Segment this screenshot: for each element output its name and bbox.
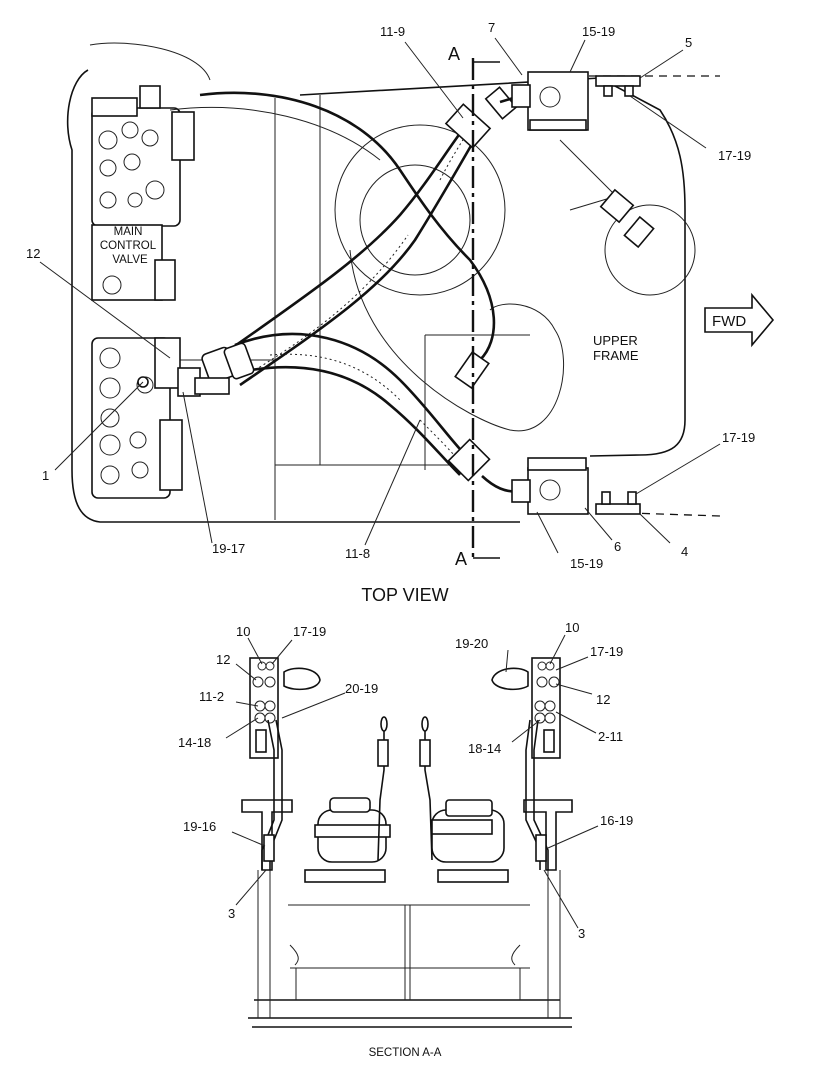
left-bracket-tube [249, 657, 321, 870]
callout-4: 4 [681, 544, 688, 559]
right-swing-cylinder [431, 799, 509, 883]
section-left-callout-14-18: 14-18 [178, 735, 211, 750]
callout-6: 6 [614, 539, 621, 554]
hose-middle [199, 91, 496, 361]
callout-11-9: 11-9 [380, 24, 405, 39]
section-left-callout-20-19: 20-19 [345, 681, 378, 696]
section-left-callout-19-16: 19-16 [183, 819, 216, 834]
section-right-callout-12: 12 [596, 692, 610, 707]
hose-middle-fitting [454, 350, 490, 390]
section-right-callout-18-14: 18-14 [468, 741, 501, 756]
top-view: MAIN CONTROL VALVE [26, 20, 775, 605]
upper-frame-outline [66, 42, 721, 523]
section-right-callout-16-19: 16-19 [600, 813, 633, 828]
callout-1: 1 [42, 468, 49, 483]
fwd-arrow: FWD [704, 292, 775, 348]
section-a-a-view: 10 17-19 12 20-19 11-2 14-18 19-16 3 10 … [178, 620, 633, 1059]
callout-11-8: 11-8 [345, 546, 370, 561]
top-view-leader-lines [39, 37, 721, 554]
section-right-callout-17-19: 17-19 [590, 644, 623, 659]
section-marker-top: A [448, 44, 460, 64]
section-right-callout-2-11: 2-11 [598, 729, 623, 744]
callout-19-17: 19-17 [212, 541, 245, 556]
section-left-callout-10: 10 [236, 624, 250, 639]
callout-5: 5 [685, 35, 692, 50]
main-control-valve-label-1: MAIN [114, 226, 143, 238]
block-lower [511, 457, 641, 515]
section-left-callout-17-19: 17-19 [293, 624, 326, 639]
section-view-caption: SECTION A-A [369, 1047, 442, 1059]
callout-17-19-bottom: 17-19 [722, 430, 755, 445]
main-control-valve-upper [91, 85, 195, 301]
section-left-callout-11-2: 11-2 [199, 689, 224, 704]
callout-15-19-bottom: 15-19 [570, 556, 603, 571]
upper-frame-label-2: FRAME [593, 348, 639, 363]
fwd-label: FWD [712, 313, 746, 330]
section-right-callout-10: 10 [565, 620, 579, 635]
block-upper [511, 71, 641, 131]
section-base [248, 870, 572, 1028]
section-left-callout-3: 3 [228, 906, 235, 921]
swivel-fitting-right [599, 188, 655, 249]
callout-15-19-top: 15-19 [582, 24, 615, 39]
section-left-callout-12: 12 [216, 652, 230, 667]
section-t-beams [241, 799, 573, 871]
callout-7: 7 [488, 20, 495, 35]
main-control-valve-label-2: CONTROL [100, 240, 157, 252]
main-control-valve-label-3: VALVE [112, 254, 148, 266]
top-view-caption: TOP VIEW [361, 585, 448, 605]
main-control-valve-lower [91, 337, 201, 499]
callout-17-19-top: 17-19 [718, 148, 751, 163]
section-marker-bottom: A [455, 549, 467, 569]
upper-frame-label-1: UPPER [593, 333, 638, 348]
right-bracket-tube [491, 657, 561, 870]
hose-11-8 [234, 332, 521, 494]
left-swing-cylinder [304, 797, 391, 883]
callout-12: 12 [26, 246, 40, 261]
section-right-callout-19-20: 19-20 [455, 636, 488, 651]
section-leader-lines [225, 634, 599, 929]
hose-end-fitting-left [194, 342, 255, 395]
section-right-callout-3: 3 [578, 926, 585, 941]
hose-11-9 [214, 86, 521, 387]
